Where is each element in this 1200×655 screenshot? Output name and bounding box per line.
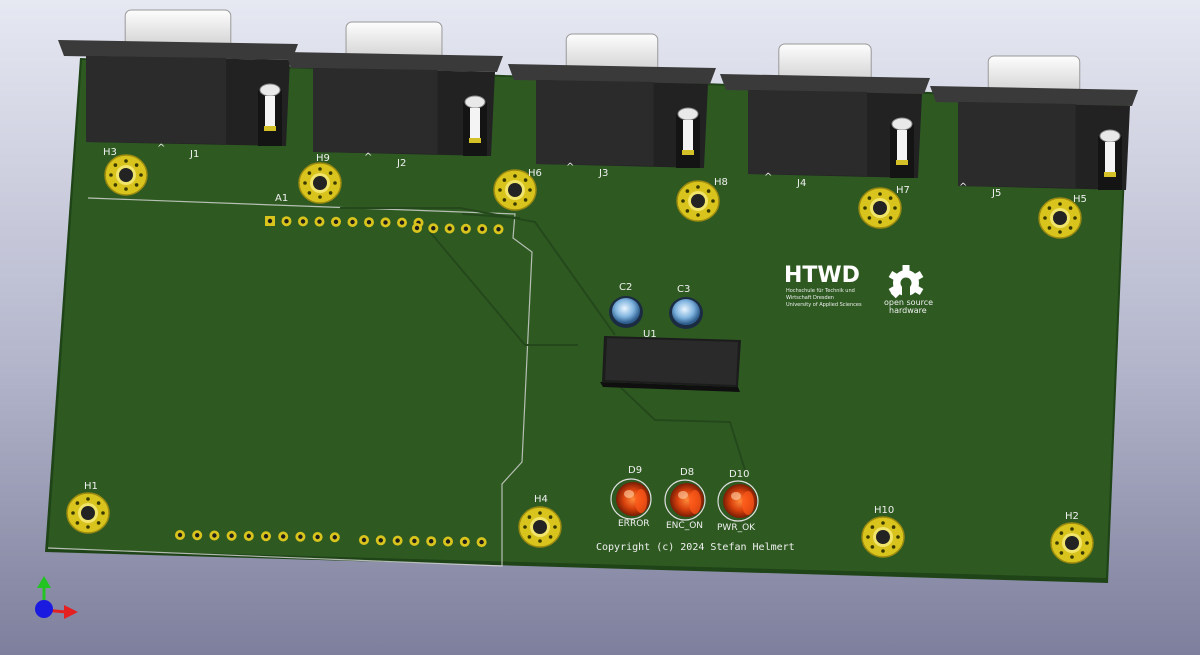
z-axis-dot: [35, 600, 53, 618]
copyright-text: Copyright (c) 2024 Stefan Helmert: [596, 542, 795, 553]
mounting-hole-h7: H7: [858, 185, 910, 229]
mounting-hole-h4: H4: [518, 494, 562, 548]
mounting-hole-h2: H2: [1050, 511, 1094, 564]
oshw-logo-line-1: open source: [884, 298, 933, 307]
pin1-marker: ^: [566, 162, 574, 173]
gear-icon: [888, 265, 924, 299]
connector-j5: J5 ^: [930, 55, 1138, 199]
axis-gizmo[interactable]: [35, 576, 78, 619]
connector-j5-label: J5: [991, 188, 1001, 199]
mounting-hole-h1-label: H1: [84, 481, 98, 492]
mounting-hole-h5-label: H5: [1073, 194, 1087, 205]
connector-j2: J2 ^: [285, 21, 503, 169]
mounting-hole-h9-label: H9: [316, 153, 330, 164]
htwd-logo-line-1: Hochschule für Technik und: [786, 288, 855, 294]
copper-traces: [340, 207, 746, 471]
module-ref-label: A1: [275, 193, 288, 204]
mounting-hole-h1: H1: [66, 481, 110, 534]
x-axis-arrowhead: [64, 605, 78, 619]
connector-j4: J4 ^: [720, 43, 930, 189]
mounting-hole-h9: H9: [298, 153, 342, 204]
connector-j3: J3 ^: [508, 33, 716, 179]
mounting-hole-h2-label: H2: [1065, 511, 1079, 522]
mounting-hole-h5: H5: [1038, 194, 1087, 239]
mounting-hole-h6: H6: [493, 168, 542, 211]
htwd-logo-line-3: University of Applied Sciences: [786, 302, 862, 308]
ic-u1: U1: [600, 329, 741, 392]
header-pins: [175, 216, 504, 548]
mounting-hole-h8: H8: [676, 177, 728, 222]
htwd-logo-name: HTWD: [784, 263, 860, 288]
connector-j4-label: J4: [796, 178, 806, 189]
htwd-logo: HTWD Hochschule für Technik und Wirtscha…: [784, 263, 862, 308]
mounting-hole-h6-label: H6: [528, 168, 542, 179]
connector-j1-label: J1: [189, 149, 199, 160]
db9-connectors: J1 ^ J2 ^ J3 ^ J4 ^ J5 ^: [58, 9, 1138, 199]
mounting-hole-h10: H10: [861, 505, 905, 558]
led-d10-label: PWR_OK: [717, 523, 756, 533]
connector-j1: J1 ^: [58, 9, 298, 160]
led-d10-ref: D10: [729, 469, 749, 480]
htwd-logo-line-2: Wirtschaft Dresden: [786, 295, 834, 301]
mounting-hole-h3-label: H3: [103, 147, 117, 158]
y-axis-arrowhead: [37, 576, 51, 588]
pin1-marker: ^: [764, 172, 772, 183]
connector-j2-label: J2: [396, 158, 406, 169]
capacitor-c2: C2: [609, 282, 643, 328]
mounting-hole-h8-label: H8: [714, 177, 728, 188]
mounting-hole-h3: H3: [103, 147, 148, 196]
connector-j3-label: J3: [598, 168, 608, 179]
oshw-logo-line-2: hardware: [889, 306, 927, 315]
mounting-hole-h4-label: H4: [534, 494, 548, 505]
ic-u1-label: U1: [643, 329, 657, 340]
pin1-marker: ^: [959, 182, 967, 193]
pin1-marker: ^: [364, 152, 372, 163]
led-d8-ref: D8: [680, 467, 694, 478]
capacitor-c3: C3: [669, 284, 703, 329]
capacitor-c3-label: C3: [677, 284, 690, 295]
led-d9-ref: D9: [628, 465, 642, 476]
led-d8-label: ENC_ON: [666, 521, 703, 531]
mounting-hole-h10-label: H10: [874, 505, 894, 516]
mounting-hole-h7-label: H7: [896, 185, 910, 196]
led-d9-label: ERROR: [618, 519, 650, 529]
oshw-logo: open source hardware: [884, 265, 933, 315]
pin1-marker: ^: [157, 143, 165, 154]
capacitor-c2-label: C2: [619, 282, 632, 293]
